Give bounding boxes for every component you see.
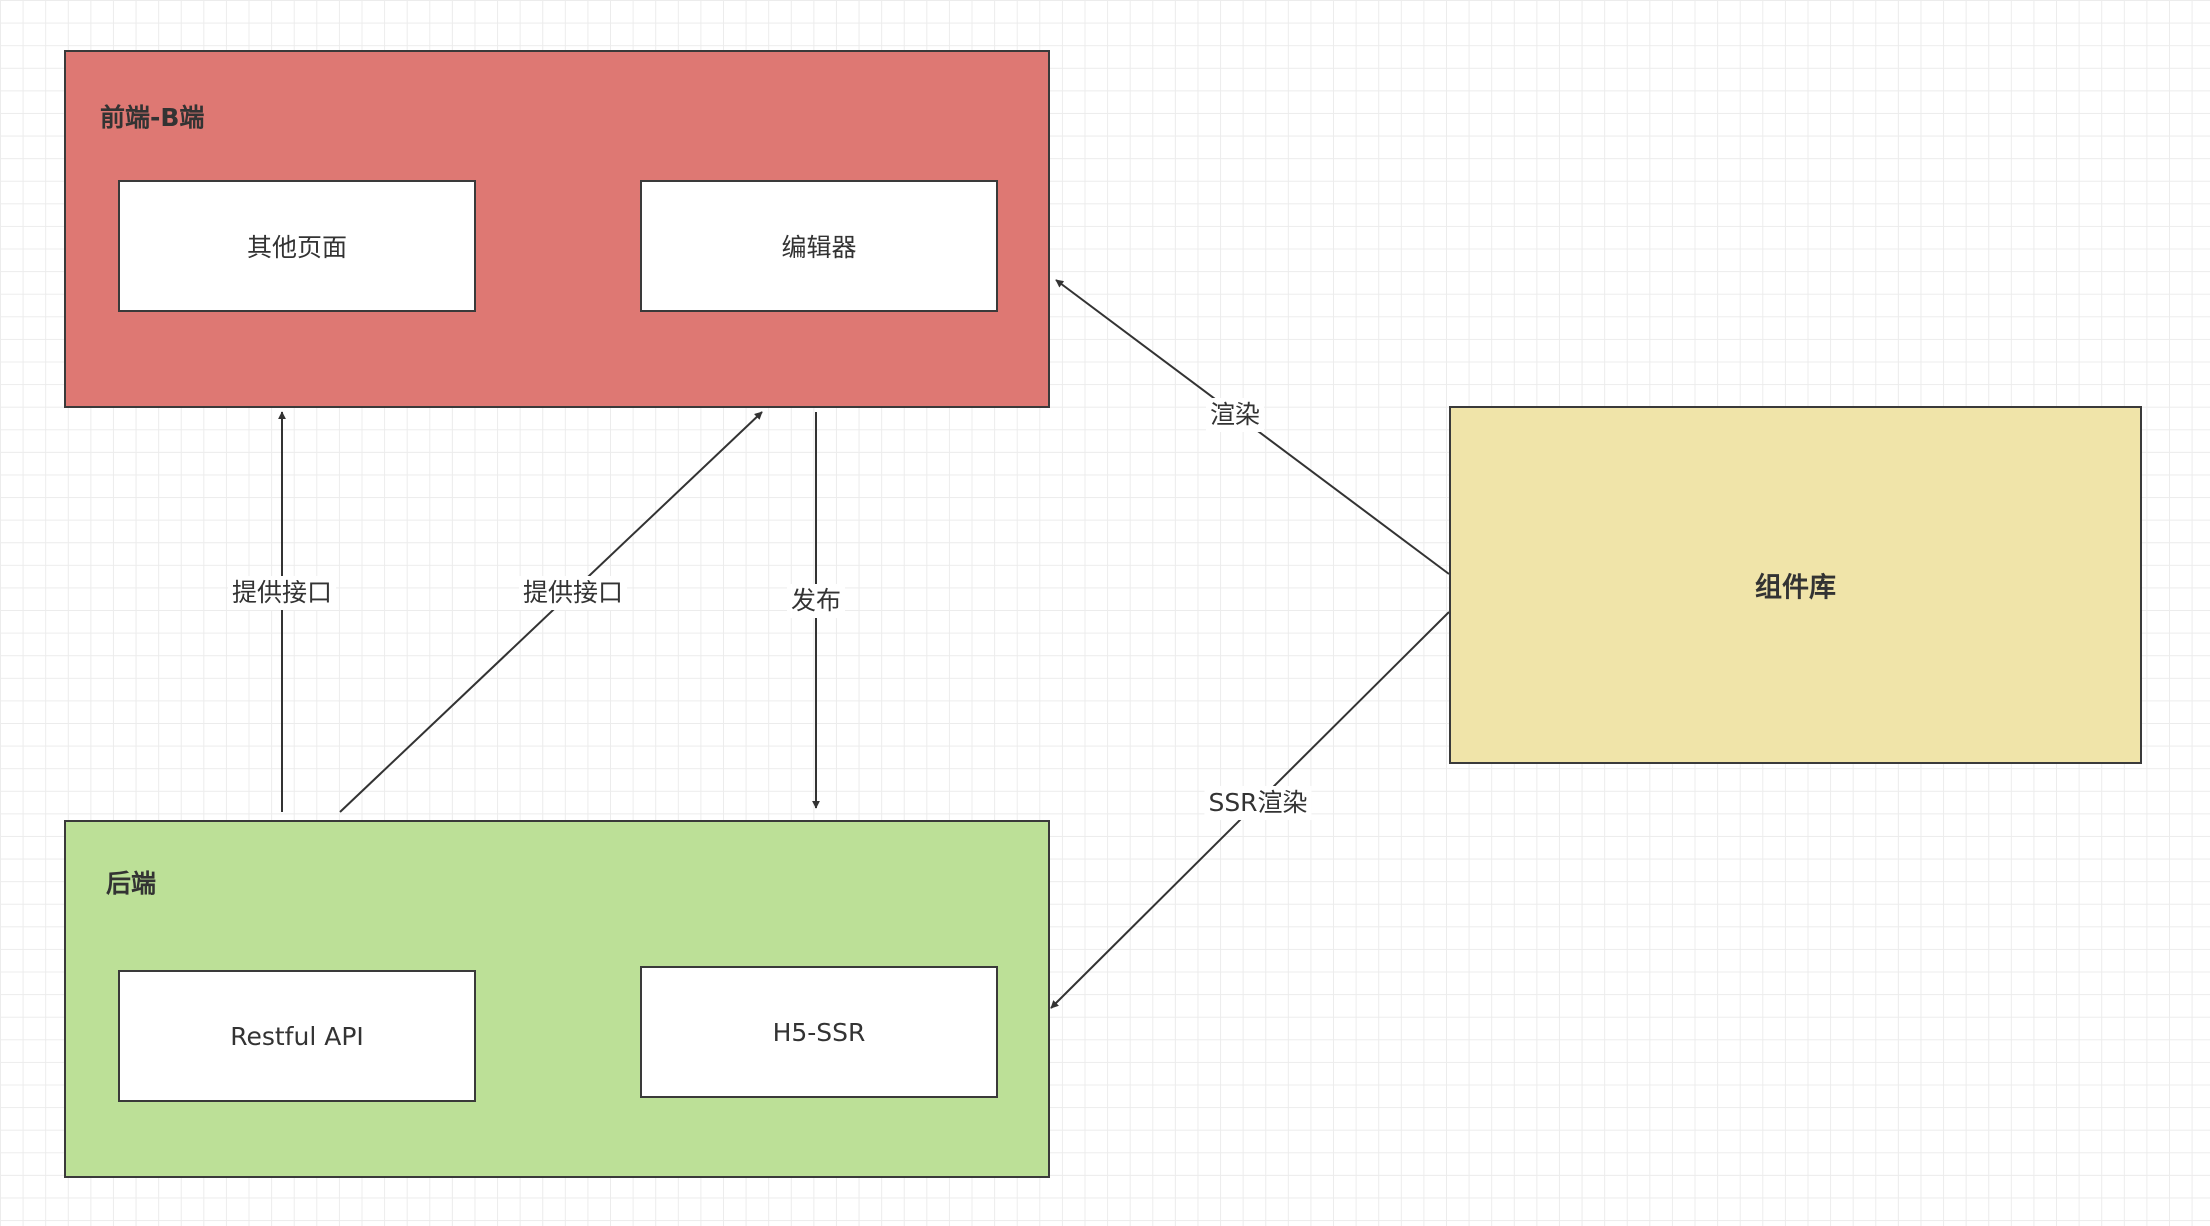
h5-ssr-node[interactable]: H5-SSR <box>640 966 998 1098</box>
edge-label-api-to-editor: 提供接口 <box>518 576 628 610</box>
edge-label-api-to-other-pages: 提供接口 <box>227 576 337 610</box>
restful-api-node[interactable]: Restful API <box>118 970 476 1102</box>
component-library-node[interactable]: 组件库 <box>1449 406 2142 764</box>
edge-label-publish: 发布 <box>786 584 846 618</box>
backend-group-title: 后端 <box>106 869 157 898</box>
edge-label-render: 渲染 <box>1205 398 1265 432</box>
frontend-group-title: 前端-B端 <box>100 103 205 132</box>
component-library-label: 组件库 <box>1755 572 1836 604</box>
backend-group[interactable]: 后端 Restful API H5-SSR <box>64 820 1050 1178</box>
other-pages-node[interactable]: 其他页面 <box>118 180 476 312</box>
edge-label-ssr-render: SSR渲染 <box>1204 786 1312 820</box>
edge-api-to-editor[interactable] <box>339 411 763 813</box>
frontend-group[interactable]: 前端-B端 其他页面 编辑器 <box>64 50 1050 408</box>
editor-node[interactable]: 编辑器 <box>640 180 998 312</box>
